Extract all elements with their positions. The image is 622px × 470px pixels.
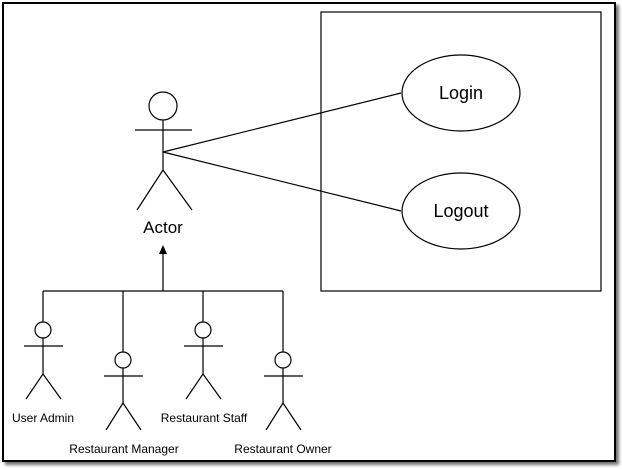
actor-restaurant-staff-label: Restaurant Staff bbox=[161, 411, 248, 425]
generalization-arrowhead bbox=[159, 245, 167, 254]
actor-head bbox=[148, 91, 178, 121]
system-boundary bbox=[320, 11, 602, 292]
actor-main-label: Actor bbox=[143, 218, 183, 237]
actor-user-admin-label: User Admin bbox=[12, 411, 74, 425]
actor-user-admin[interactable] bbox=[24, 321, 63, 400]
actor-right-leg bbox=[162, 169, 193, 211]
actor-restaurant-owner[interactable] bbox=[264, 351, 303, 431]
association-logout bbox=[162, 151, 402, 212]
use-case-login[interactable]: Login bbox=[401, 54, 521, 132]
actor-main[interactable] bbox=[135, 91, 193, 211]
actor-restaurant-staff[interactable] bbox=[184, 321, 223, 400]
use-case-logout[interactable]: Logout bbox=[401, 172, 521, 250]
actor-restaurant-manager[interactable] bbox=[104, 351, 143, 431]
generalization-tree bbox=[42, 252, 284, 352]
actor-restaurant-owner-label: Restaurant Owner bbox=[234, 442, 331, 456]
use-case-logout-label: Logout bbox=[433, 201, 488, 221]
use-case-login-label: Login bbox=[439, 83, 483, 103]
association-login bbox=[162, 92, 402, 153]
actor-left-leg bbox=[136, 169, 164, 211]
actor-restaurant-manager-label: Restaurant Manager bbox=[69, 442, 178, 456]
